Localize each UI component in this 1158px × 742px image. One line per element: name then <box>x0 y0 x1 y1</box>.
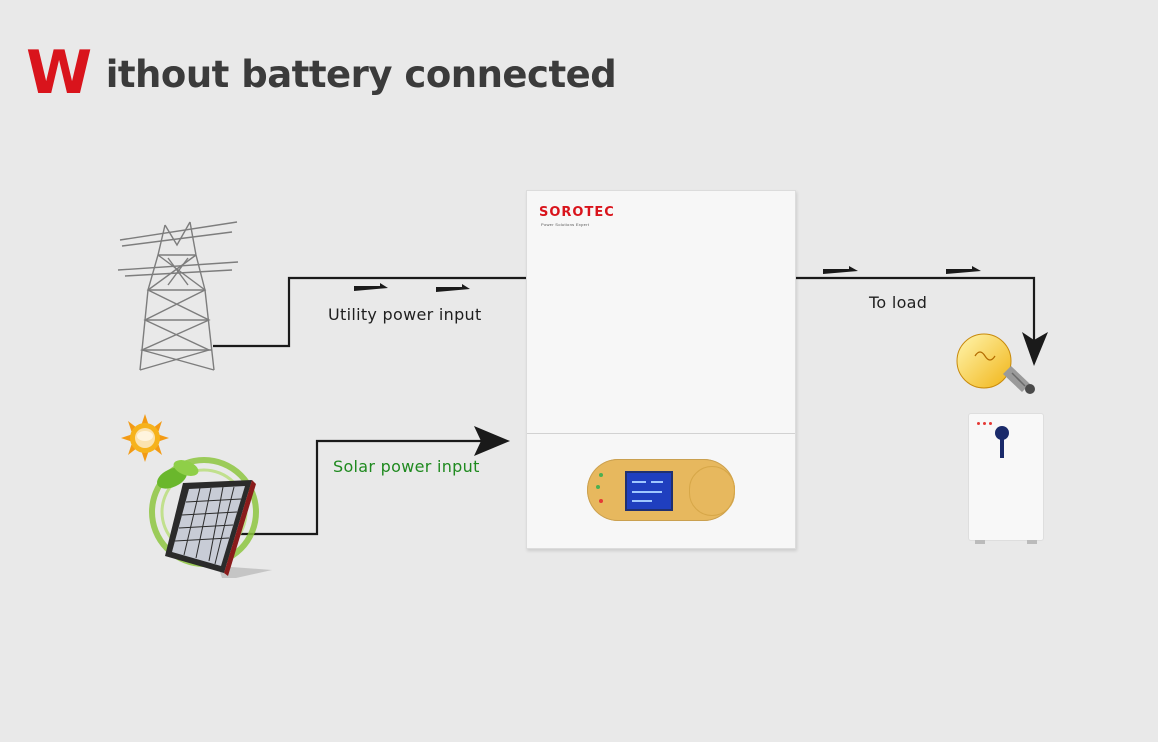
inverter-divider <box>527 433 795 434</box>
lcd-screen <box>625 471 673 511</box>
title-rest: ithout battery connected <box>105 53 617 96</box>
battery-led <box>977 422 980 425</box>
load-arrowhead <box>1022 332 1048 366</box>
solar-label: Solar power input <box>333 457 480 476</box>
breaker-switch <box>995 426 1009 440</box>
title-capital: W <box>26 38 92 108</box>
inverter-brand: SOROTEC <box>539 205 615 220</box>
power-tower-icon <box>117 221 239 371</box>
inverter-control-panel <box>587 459 735 521</box>
load-line <box>794 276 1036 340</box>
load-label: To load <box>869 293 928 312</box>
utility-line <box>213 276 526 348</box>
solar-panel-icon <box>149 457 272 578</box>
inverter-tagline: Power Solutions Expert <box>541 222 590 227</box>
solar-line <box>240 439 490 536</box>
battery-led <box>989 422 992 425</box>
sun-icon <box>121 414 169 462</box>
status-led <box>599 473 603 477</box>
button-ring[interactable] <box>689 466 735 516</box>
utility-label: Utility power input <box>328 305 482 324</box>
light-bulb-icon <box>956 333 1035 394</box>
status-led <box>596 485 600 489</box>
battery-cabinet-icon <box>968 413 1044 544</box>
solar-arrowhead <box>474 426 510 456</box>
status-led <box>599 499 603 503</box>
inverter-unit: SOROTEC Power Solutions Expert <box>526 190 796 549</box>
battery-led <box>983 422 986 425</box>
direction-arrows <box>354 266 981 292</box>
